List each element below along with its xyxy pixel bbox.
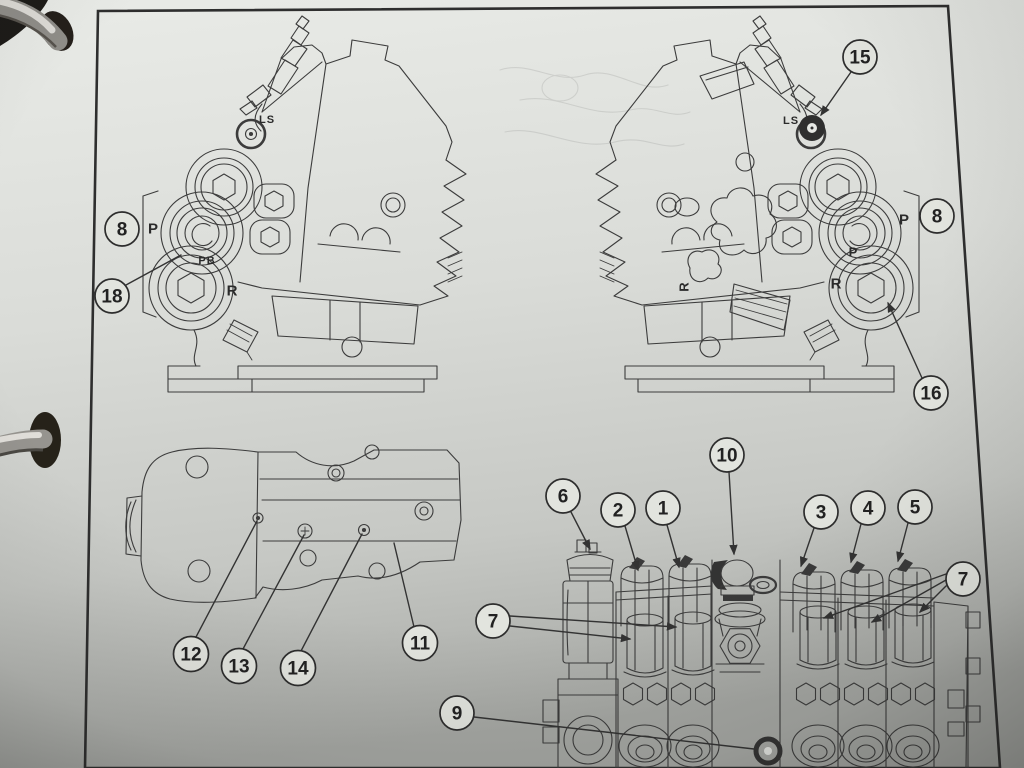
vignette-overlay xyxy=(0,0,1024,768)
manual-page-photo: LS P PB R 8 18 xyxy=(0,0,1024,768)
page-canvas: LS P PB R 8 18 xyxy=(0,0,1024,768)
